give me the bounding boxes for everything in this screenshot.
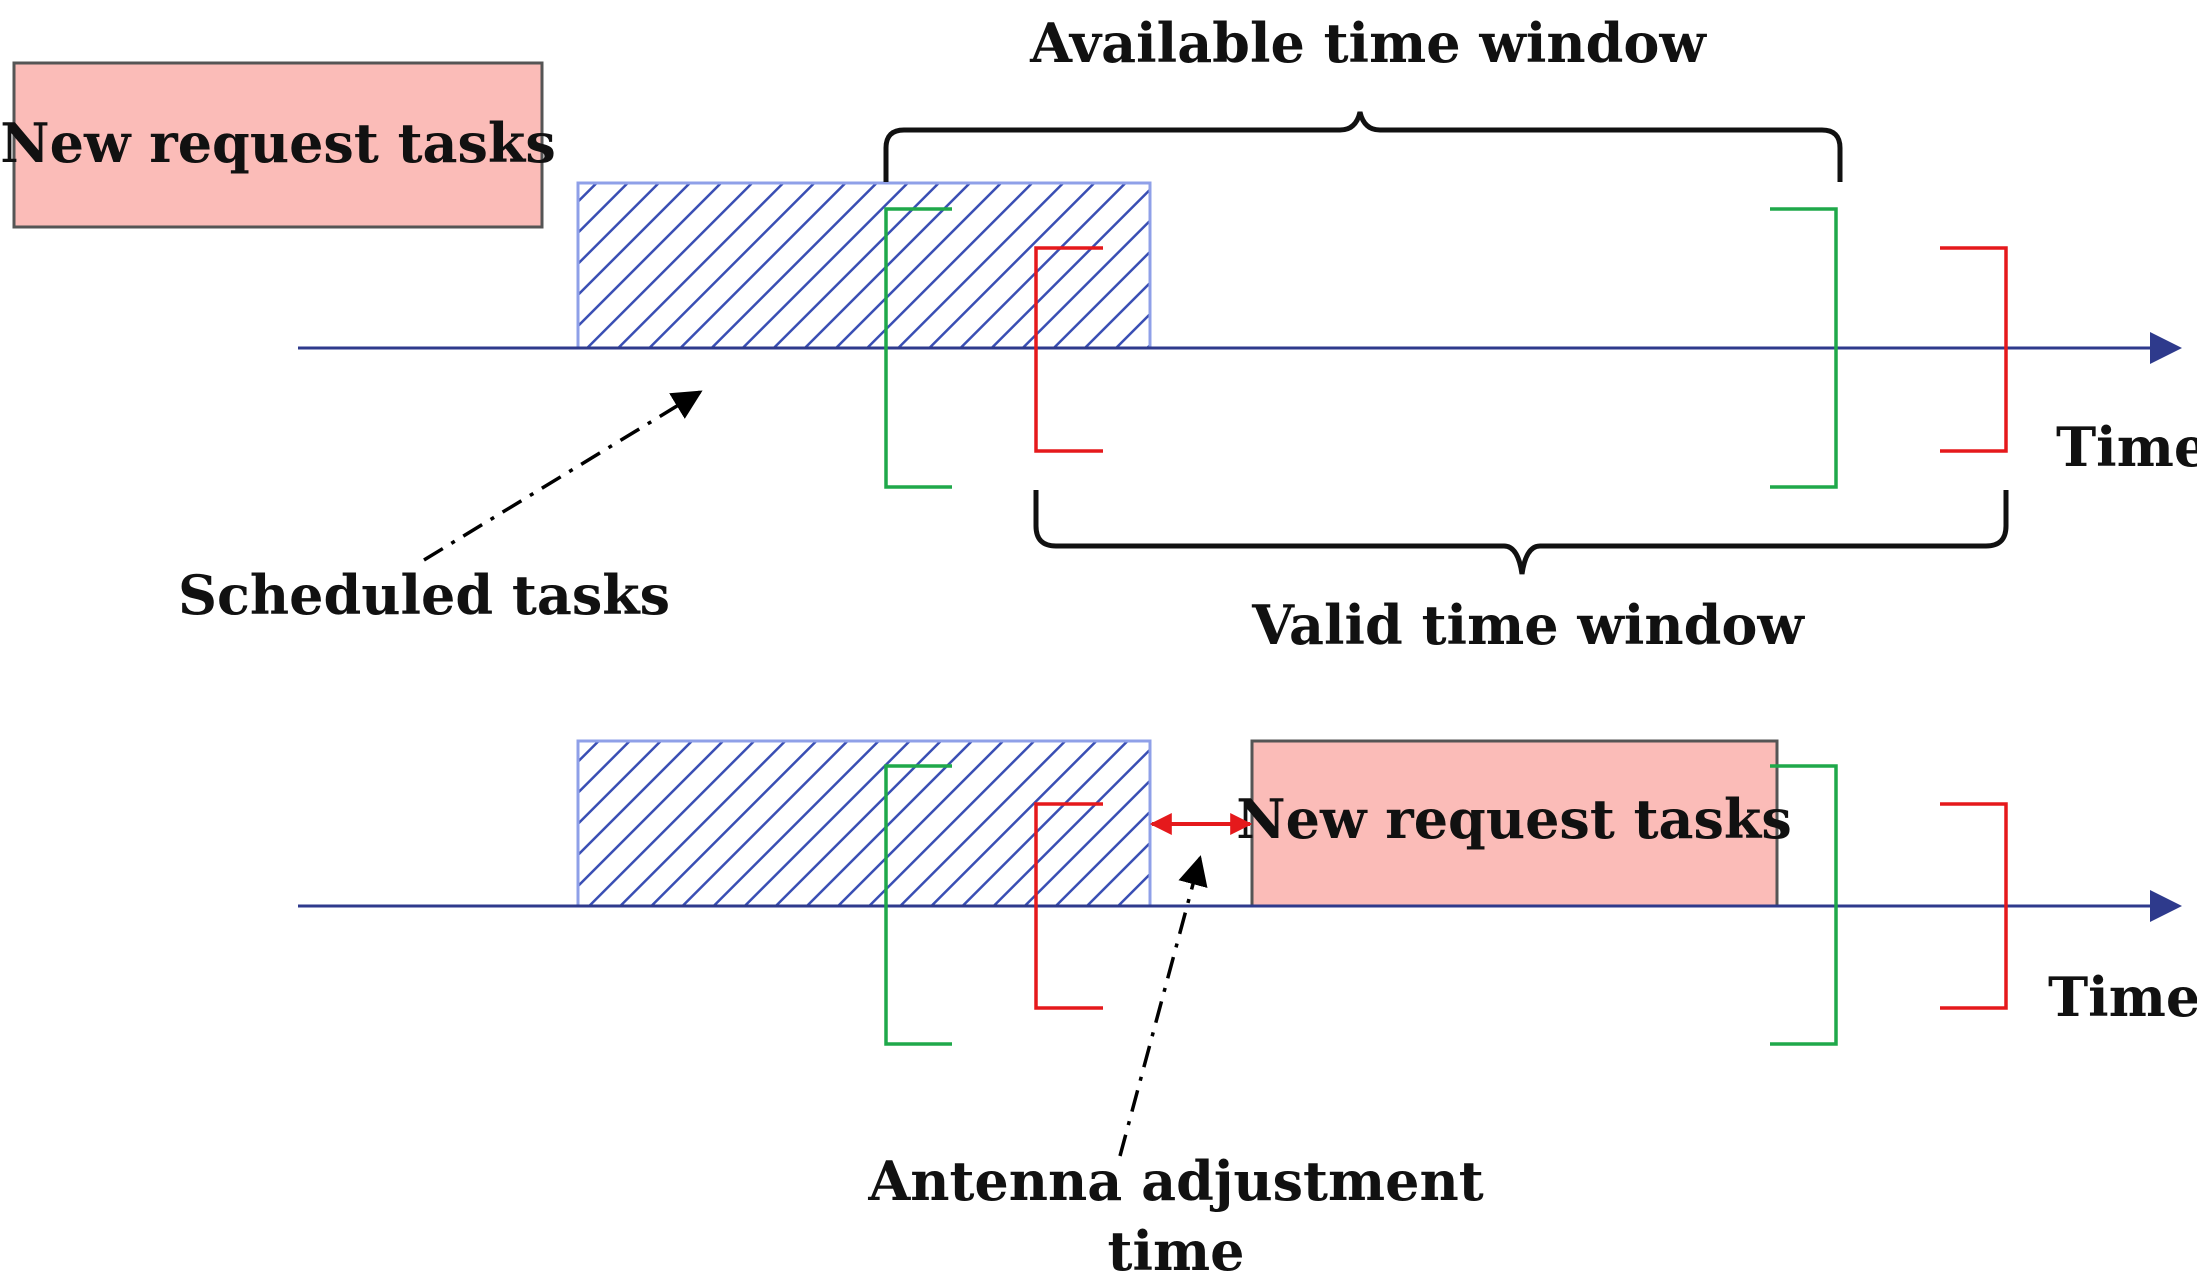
scheduled-tasks-label: Scheduled tasks (178, 563, 670, 627)
antenna-adjustment-label-line1: Antenna adjustment (867, 1149, 1483, 1213)
available-window-label: Available time window (1029, 11, 1707, 75)
antenna-adjustment-label-line2: time (1108, 1219, 1245, 1283)
scheduled-task-block-bottom (576, 739, 1152, 908)
new-request-box-bottom: New request tasks (1236, 739, 1792, 908)
antenna-adjustment-pointer-arrow (1118, 855, 1208, 1157)
available-window-close-bracket-bottom (1770, 764, 1838, 1046)
new-request-box-top: New request tasks (0, 61, 556, 229)
new-request-label-bottom: New request tasks (1236, 787, 1791, 851)
scheduled-task-block-top (576, 181, 1152, 350)
available-window-open-bracket-top (884, 207, 952, 489)
time-axis-label-bottom: Time (2048, 965, 2197, 1029)
valid-window-close-bracket-top (1940, 246, 2008, 453)
bottom-panel: New request tasks Antenna adjustment tim… (298, 739, 2197, 1283)
valid-window-label: Valid time window (1251, 593, 1805, 657)
valid-window-open-bracket-top (1034, 246, 1103, 453)
valid-window-brace (1033, 490, 2009, 575)
scheduled-tasks-pointer-arrow (423, 390, 703, 562)
timeline-axis-bottom (298, 890, 2182, 922)
valid-window-open-bracket-bottom (1034, 802, 1103, 1010)
available-window-close-bracket-top (1770, 207, 1838, 489)
new-request-label-top: New request tasks (0, 111, 555, 175)
valid-window-close-bracket-bottom (1940, 802, 2008, 1010)
top-panel: New request tasks Available time window … (0, 11, 2197, 657)
available-window-open-bracket-bottom (884, 764, 952, 1046)
timeline-axis-top (298, 332, 2182, 364)
time-axis-label-top: Time (2056, 415, 2197, 479)
available-window-brace (883, 111, 1843, 182)
